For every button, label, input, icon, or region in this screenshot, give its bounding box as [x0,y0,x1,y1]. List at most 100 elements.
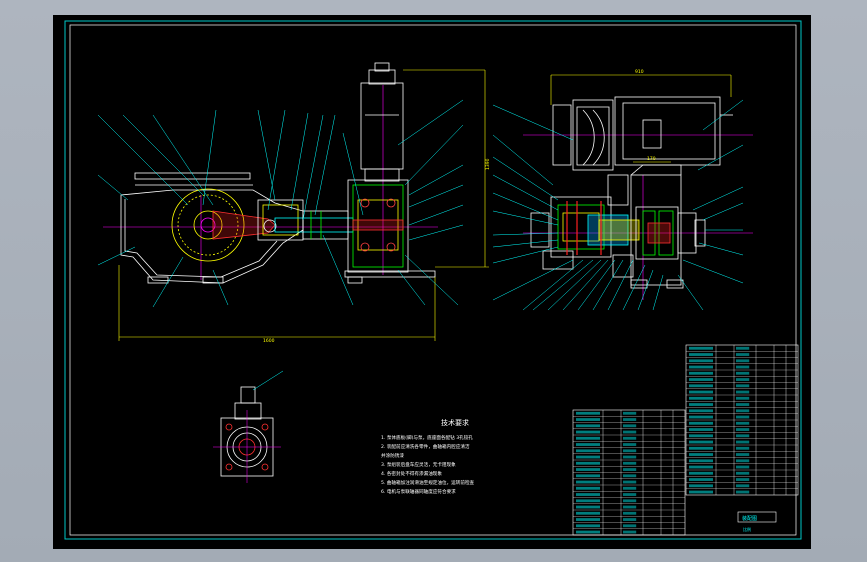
parts-entry-mark [576,474,600,478]
parts-entry-mark [623,455,637,459]
parts-entry-mark [623,518,637,521]
thread-marks-right [566,201,602,255]
parts-entry-mark [689,371,713,375]
parts-entry-mark [689,446,713,450]
parts-entry-mark [576,461,600,465]
parts-entry-mark [736,378,750,381]
parts-entry-mark [623,486,637,490]
dim-small-right: 170 [647,156,656,162]
parts-entry-mark [736,465,750,469]
parts-entry-mark [736,359,750,363]
parts-entry-mark [689,465,713,469]
parts-entry-mark [689,365,713,369]
parts-list-lower [572,409,686,536]
dimension-lines-left [118,69,489,341]
drawing-border-inner [69,24,797,536]
dimension-lines-right [550,74,732,163]
drawing-border-outer [64,20,802,540]
parts-entry-mark [736,484,750,488]
parts-entry-mark [576,449,600,453]
parts-entry-mark [736,478,750,481]
parts-entry-mark [623,530,637,534]
parts-entry-mark [689,428,713,431]
parts-entry-mark [736,428,750,431]
parts-entry-mark [576,530,600,534]
parts-entry-mark [576,518,600,521]
parts-entry-mark [736,409,750,413]
parts-entry-mark [576,505,600,509]
parts-entry-mark [623,461,637,465]
parts-entry-mark [689,484,713,488]
parts-entry-mark [623,430,637,434]
parts-entry-mark [736,471,750,475]
parts-entry-mark [689,478,713,481]
parts-entry-mark [689,440,713,444]
parts-entry-mark [689,378,713,381]
parts-entry-mark [623,436,637,440]
parts-entry-mark [623,443,637,446]
parts-entry-mark [623,411,637,415]
parts-entry-mark [736,415,750,419]
parts-entry-mark [736,403,750,406]
note-line-4: 3. 泵组装后盘车应灵活，无卡阻现象 [381,461,456,468]
parts-entry-mark [689,415,713,419]
parts-entry-mark [623,474,637,478]
pump-section-view [103,62,438,284]
leader-lines-left [97,99,464,308]
parts-entry-mark [689,359,713,363]
parts-entry-mark [689,453,713,456]
parts-entry-mark [576,468,600,471]
parts-entry-mark [736,459,750,463]
pump-side-view [523,96,753,300]
parts-entry-mark [736,365,750,369]
parts-entry-mark [689,471,713,475]
parts-list-upper [685,344,799,496]
parts-entry-mark [689,409,713,413]
parts-entry-mark [736,390,750,394]
parts-entry-mark [576,430,600,434]
note-line-5: 4. 各密封处不得有渗漏油现象 [381,470,442,477]
parts-entry-mark [623,424,637,428]
parts-entry-mark [736,434,750,438]
parts-entry-mark [576,524,600,528]
parts-entry-mark [576,486,600,490]
parts-entry-mark [623,493,637,496]
parts-entry-mark [623,468,637,471]
parts-entry-mark [576,511,600,515]
parts-entry-mark [623,524,637,528]
parts-entry-mark [576,443,600,446]
parts-entry-mark [623,505,637,509]
parts-entry-mark [576,493,600,496]
title-block: 装配图 比例 [737,511,777,532]
parts-entry-mark [689,421,713,425]
drawing-sheet: 1600 1390 [53,15,811,549]
parts-entry-mark [736,346,750,350]
dim-top-right-width: 910 [635,69,644,75]
title-block-scale: 比例 [743,526,751,532]
parts-entry-mark [576,436,600,440]
parts-entry-mark [736,453,750,456]
parts-entry-mark [736,384,750,388]
assembly-drawing: 1600 1390 [64,20,802,540]
parts-entry-mark [736,421,750,425]
parts-entry-mark [736,353,750,356]
dim-overall-length: 1600 [263,338,275,344]
parts-entry-mark [689,384,713,388]
parts-entry-mark [576,455,600,459]
title-block-name: 装配图 [742,515,757,522]
note-line-2: 2. 装配前应清洗各零件，曲轴箱内腔应清洁 [381,443,470,450]
note-line-6: 5. 曲轴箱加注润滑油至规定油位，运转前检查 [381,479,475,486]
parts-entry-mark [623,449,637,453]
leader-lines-right [492,99,744,311]
note-line-7: 6. 电机与泵联轴器同轴度应符合要求 [381,488,456,495]
parts-entry-mark [689,434,713,438]
parts-entry-mark [623,499,637,503]
parts-entry-mark [623,480,637,484]
parts-entry-mark [689,459,713,463]
notes-title: 技术要求 [441,418,469,427]
parts-entry-mark [689,390,713,394]
note-line-1: 1. 泵体底板(脚)与泵，底座面各配钻 3孔铰孔 [381,434,473,441]
parts-entry-mark [736,440,750,444]
note-line-3: 并涂防锈漆 [381,452,404,459]
flange-detail-view [213,370,284,483]
